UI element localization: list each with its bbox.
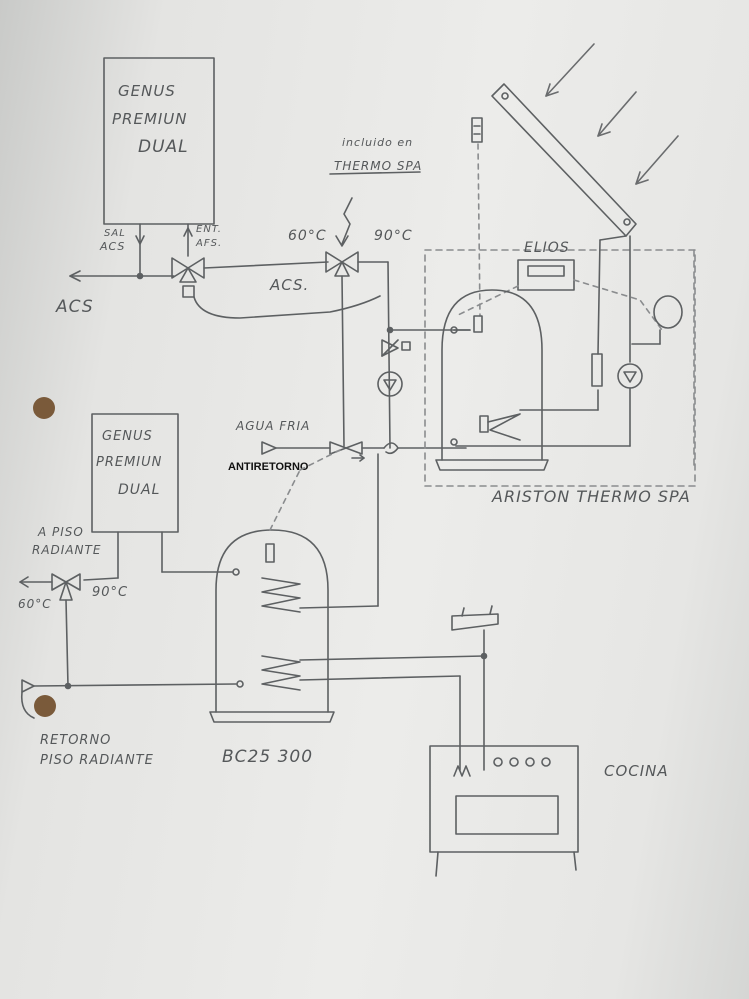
note-line1: incluido en <box>342 136 413 149</box>
floor-return-line1: RETORNO <box>40 733 111 748</box>
brand-label: ARISTON THERMO SPA <box>491 487 691 506</box>
collector-sensor <box>471 117 483 143</box>
temp-90-bottom: 90°C <box>92 585 128 600</box>
check-valve-antiretorno <box>329 441 363 455</box>
solar-pump <box>617 363 643 389</box>
label-ent-afs: AFS. <box>195 238 222 249</box>
pump-riser <box>377 371 403 397</box>
tank-label: BC25 300 <box>222 747 313 767</box>
label-sal-acs: ACS <box>99 240 125 253</box>
floor-return-line2: PISO RADIANTE <box>40 753 154 768</box>
kitchen-sensor <box>451 605 499 631</box>
punch-hole-top <box>33 397 55 419</box>
tank-bc25 <box>209 529 335 723</box>
solar-kit-boundary <box>424 249 696 487</box>
label-cold-water: AGUA FRIA <box>235 419 310 433</box>
boiler-bottom-line2: PREMIUN <box>96 455 162 470</box>
boiler-bottom: GENUS PREMIUN DUAL <box>91 413 179 533</box>
label-acs-mid: ACS. <box>269 276 309 294</box>
boiler-top-line3: DUAL <box>138 137 189 157</box>
boiler-top-line1: GENUS <box>118 82 176 100</box>
solar-tank <box>435 289 549 471</box>
sun-rays <box>545 43 679 185</box>
boiler-bottom-line3: DUAL <box>118 482 160 498</box>
floor-supply-line2: RADIANTE <box>32 543 101 557</box>
temp-60-top: 60°C <box>288 228 327 244</box>
note-line2: THERMO SPA <box>334 159 422 173</box>
label-antiretorno: ANTIRETORNO <box>228 461 309 473</box>
boiler-top: GENUS PREMIUN DUAL <box>103 57 215 225</box>
label-sal: SAL <box>104 228 126 239</box>
temp-90-top: 90°C <box>374 228 413 244</box>
label-acs-out: ACS <box>55 297 94 317</box>
punch-hole-bottom <box>34 695 56 717</box>
mixing-valve-floor <box>51 573 81 601</box>
controller-label: ELIOS <box>524 240 570 256</box>
check-valve-riser <box>381 339 411 357</box>
kitchen-label: COCINA <box>604 762 669 780</box>
label-ent: ENT. <box>196 224 222 235</box>
boiler-bottom-line1: GENUS <box>102 429 153 444</box>
boiler-top-line2: PREMIUN <box>112 110 188 128</box>
floor-supply-line1: A PISO <box>37 525 84 539</box>
solar-collector <box>491 83 637 237</box>
expansion-vessel-solar <box>631 295 683 345</box>
elios-controller: ELIOS <box>517 240 575 291</box>
thermostatic-valve <box>325 251 359 277</box>
mixing-valve-top <box>171 257 205 298</box>
temp-60-bottom: 60°C <box>18 597 52 611</box>
solar-flowmeter <box>591 353 603 387</box>
kitchen-stove <box>429 745 579 877</box>
